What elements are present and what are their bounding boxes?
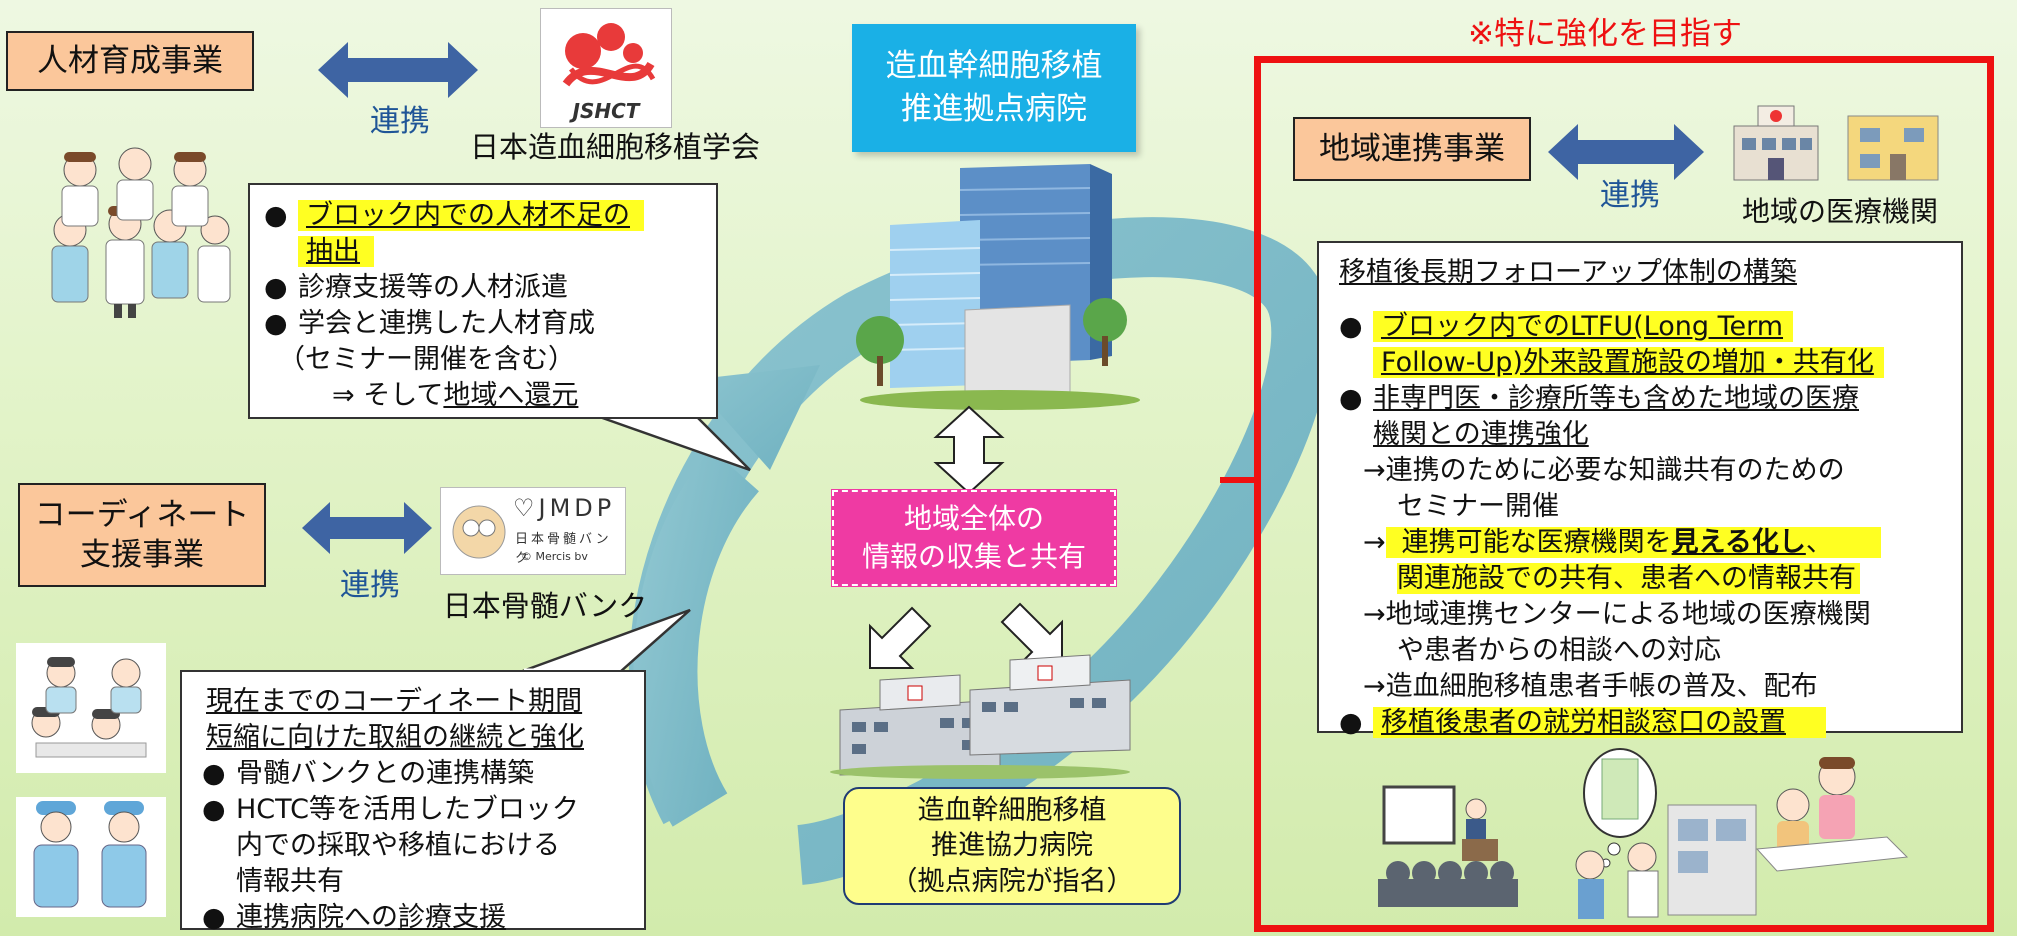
- regional-b1-l2: Follow-Up)外来設置施設の増加・共有化: [1373, 347, 1884, 378]
- hr-dev-title: 人材育成事業: [6, 31, 254, 91]
- regional-s1-l2: セミナー開催: [1397, 491, 1559, 522]
- regional-heading: 移植後長期フォローアップ体制の構築: [1339, 257, 1797, 288]
- coord-heading-1: 現在までのコーディネート期間: [206, 686, 583, 717]
- emphasis-label: ※特に強化を目指す: [1468, 16, 1742, 52]
- emphasis-connector: [1220, 477, 1260, 483]
- regional-b2-l1: 非専門医・診療所等も含めた地域の医療: [1373, 383, 1859, 414]
- coord-title: コーディネート支援事業: [18, 483, 266, 587]
- regional-s3-l1: →地域連携センターによる地域の医療機関: [1363, 599, 1871, 630]
- vertical-double-arrow-icon: [933, 405, 1005, 495]
- regional-s2-b: 見える化し: [1671, 527, 1806, 558]
- jshct-partner-name: 日本造血細胞移植学会: [470, 130, 761, 164]
- regional-s2-l2: 関連施設での共有、患者への情報共有: [1397, 563, 1860, 594]
- seminar-illustration: [1378, 785, 1518, 907]
- regional-b2-l2: 機関との連携強化: [1373, 419, 1589, 450]
- hr-b3-then-underlined: 地域へ還元: [443, 380, 579, 411]
- regional-s3-l2: や患者からの相談への対応: [1397, 635, 1721, 666]
- hr-b1-line2: 抽出: [298, 236, 374, 267]
- diagonal-arrow-left-icon: [869, 606, 932, 669]
- coord-b3-underlined: 診療支援: [398, 902, 506, 933]
- coord-b2-l3: 情報共有: [236, 866, 344, 897]
- hr-b3-then: ⇒ そして: [332, 380, 444, 411]
- double-arrow-icon: [1548, 124, 1704, 180]
- regional-title: 地域連携事業: [1293, 117, 1531, 181]
- counseling-illustration: [1755, 757, 1909, 872]
- double-arrow-icon: [302, 502, 432, 554]
- jmdp-logo: ♡JMDP 日本骨髄バンク © Mercis bv: [440, 487, 626, 575]
- double-arrow-icon: [318, 42, 478, 98]
- hr-b2: 診療支援等の人材派遣: [298, 272, 568, 303]
- coord-link-label: 連携: [340, 568, 400, 603]
- jshct-logo: JSHCT: [540, 8, 672, 128]
- meeting-illustration: [16, 643, 166, 773]
- consultation-illustration: [1575, 748, 1757, 919]
- hr-link-label: 連携: [370, 104, 430, 139]
- hr-b3: 学会と連携した人材育成: [298, 308, 595, 339]
- regional-s1-l1: →連携のために必要な知識共有のための: [1363, 455, 1845, 486]
- coord-b3: 連携病院への: [236, 902, 398, 933]
- regional-link-label: 連携: [1600, 178, 1660, 213]
- hr-b1-line1: ブロック内での人材不足の: [298, 200, 644, 231]
- hub-hospital-building: [856, 164, 1140, 410]
- partner-hospitals-building: [830, 654, 1131, 779]
- regional-b3: 移植後患者の就労相談窓口の設置: [1373, 707, 1826, 738]
- info-sharing-box: 地域全体の情報の収集と共有: [831, 489, 1117, 587]
- coord-heading-2: 短縮に向けた取組の継続と強化: [206, 722, 584, 753]
- hr-b3-sub: （セミナー開催を含む）: [278, 344, 575, 375]
- coord-b2-l2: 内での採取や移植における: [236, 830, 560, 861]
- hub-hospital-label: 造血幹細胞移植推進拠点病院: [852, 24, 1136, 152]
- regional-s4: →造血細胞移植患者手帳の普及、配布: [1363, 671, 1818, 702]
- partner-hospital-label: 造血幹細胞移植推進協力病院（拠点病院が指名）: [843, 787, 1181, 905]
- regional-s2-a: 連携可能な医療機関を: [1401, 527, 1672, 558]
- regional-bullet-box: 移植後長期フォローアップ体制の構築 ●ブロック内でのLTFU(Long Term…: [1317, 241, 1963, 738]
- jmdp-partner-name: 日本骨髄バンク: [442, 589, 648, 623]
- coord-b2-l1: HCTC等を活用したブロック: [236, 794, 579, 825]
- local-partner-name: 地域の医療機関: [1741, 195, 1938, 228]
- regional-b1-l1: ブロック内でのLTFU(Long Term: [1373, 311, 1794, 342]
- regional-s2-arrow: →: [1363, 527, 1386, 558]
- coord-bullet-box: 現在までのコーディネート期間 短縮に向けた取組の継続と強化 ●骨髄バンクとの連携…: [180, 670, 646, 933]
- coord-b1: 骨髄バンクとの連携構築: [236, 758, 535, 789]
- local-clinic-illustration: [1733, 105, 1939, 181]
- regional-s2-c: 、: [1805, 527, 1833, 558]
- doctors-illustration: [16, 797, 166, 917]
- emphasis-frame: [1254, 56, 1994, 932]
- medical-staff-illustration: [51, 147, 231, 318]
- hr-bullet-box: ●ブロック内での人材不足の 抽出 ●診療支援等の人材派遣 ●学会と連携した人材育…: [248, 183, 718, 419]
